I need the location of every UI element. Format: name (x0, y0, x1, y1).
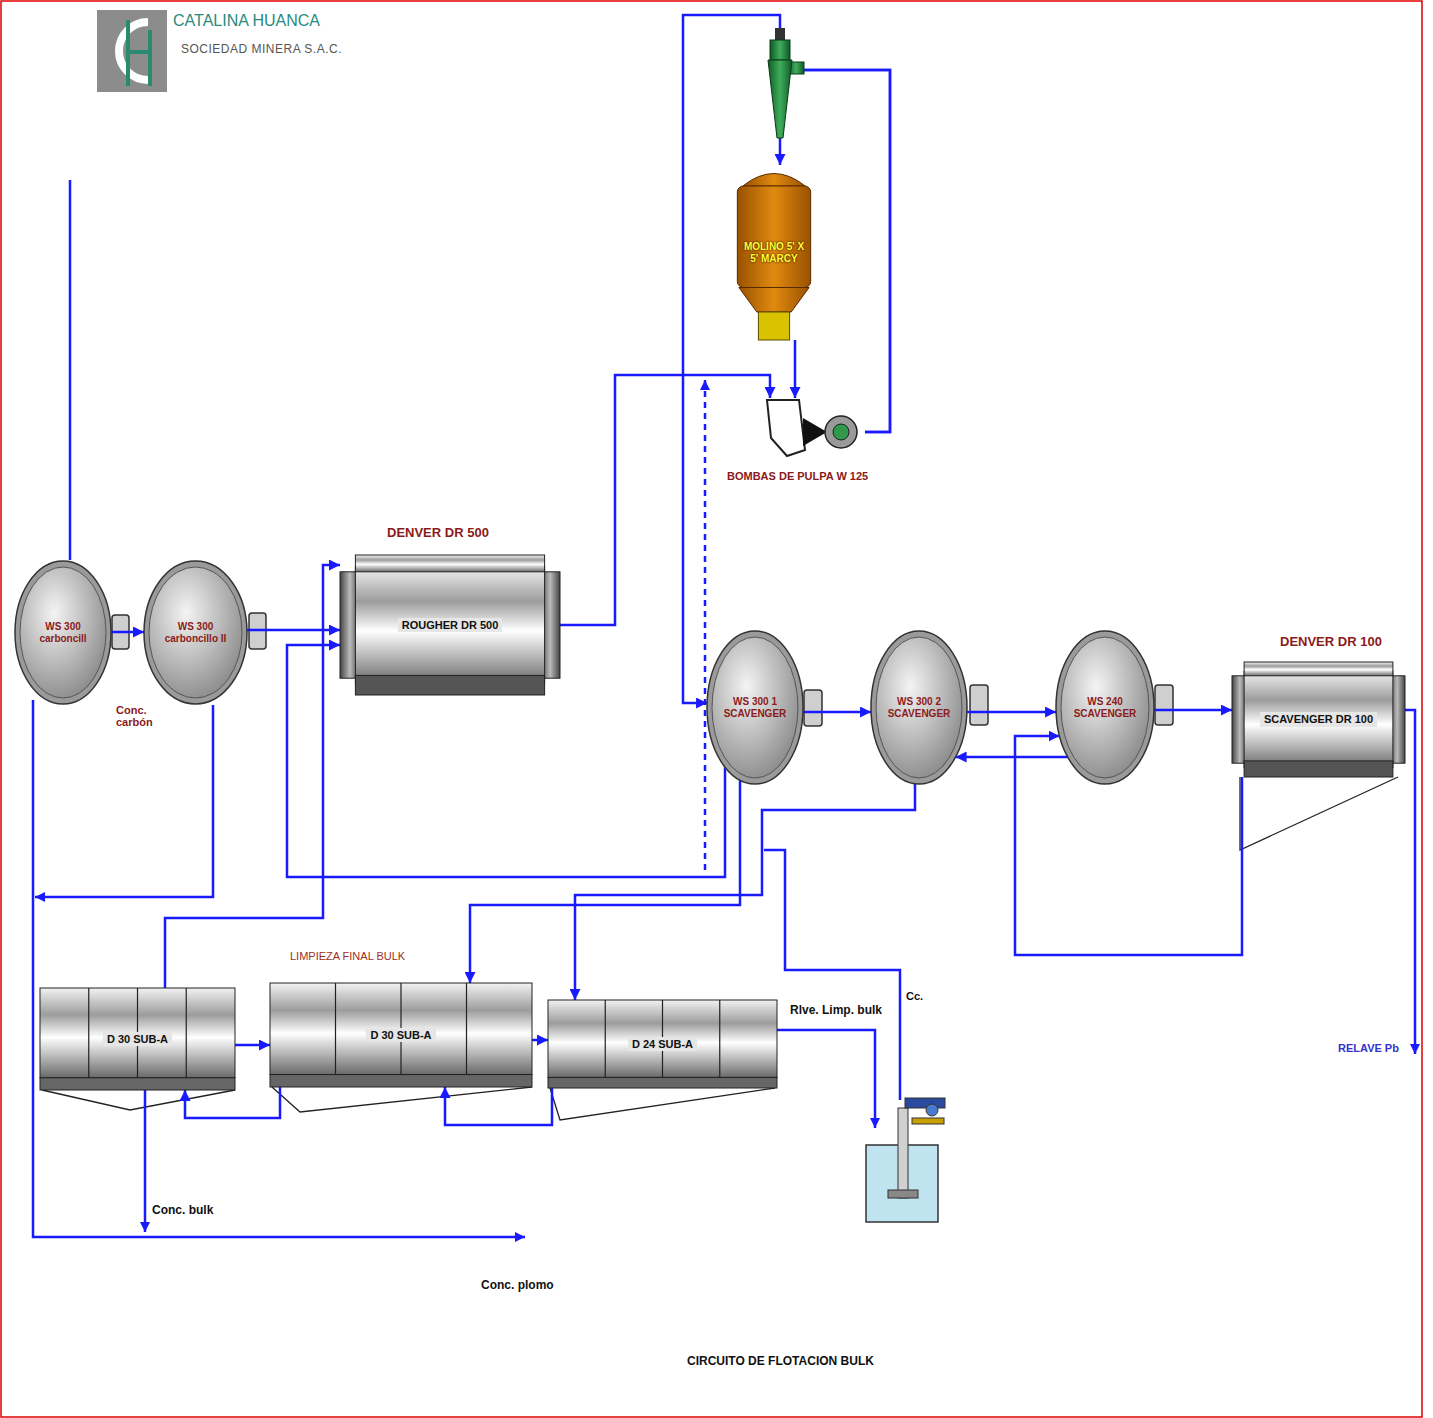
flotation-cell: WS 300 carboncillo II (143, 560, 248, 705)
equipment-name: WS 300 carboncill (26, 621, 100, 644)
pulp-flow-line (956, 756, 1068, 759)
node-body (765, 398, 865, 460)
equipment-name: MOLINO 5' X 5' MARCY (743, 241, 805, 264)
stream-label: Rlve. Limp. bulk (790, 1003, 882, 1017)
pulp-flow-line (560, 375, 770, 625)
flotation-cell: WS 300 carboncill (14, 560, 112, 705)
flotation-bank: D 30 SUB-A (40, 988, 235, 1090)
equipment-name: ROUGHER DR 500 (398, 618, 503, 633)
pulp-flow-line (683, 15, 890, 703)
company-name: CATALINA HUANCA (173, 12, 320, 30)
equipment-heading: BOMBAS DE PULPA W 125 (727, 470, 868, 482)
equipment-heading: LIMPIEZA FINAL BULK (290, 950, 405, 962)
company-subtitle: SOCIEDAD MINERA S.A.C. (181, 42, 342, 56)
pump-outline (765, 398, 865, 460)
equipment-heading: DENVER DR 100 (1280, 634, 1382, 649)
equipment-name: D 24 SUB-A (628, 1037, 697, 1052)
froth-trough (42, 777, 1398, 1120)
pulp-flow-line (575, 784, 915, 1000)
flotation-cell: WS 300 2 SCAVENGER (870, 630, 968, 785)
node-body: D 24 SUB-A (548, 1000, 777, 1088)
equipment-name: SCAVENGER DR 100 (1260, 712, 1377, 727)
pulp-flow-line (470, 780, 740, 983)
node-body: D 30 SUB-A (40, 988, 235, 1090)
agitator-tank (866, 1098, 945, 1222)
pulp-flow-line (235, 1044, 270, 1047)
pulp-flow-line (1154, 709, 1232, 712)
diagram-caption: CIRCUITO DE FLOTACION BULK (687, 1354, 874, 1368)
pulp-flow-line (803, 711, 871, 714)
node-body: WS 300 2 SCAVENGER (870, 630, 968, 785)
stream-label: RELAVE Pb (1338, 1042, 1399, 1054)
equipment-heading: DENVER DR 500 (387, 525, 489, 540)
pulp-flow-line (532, 1039, 548, 1042)
flotation-bank: D 24 SUB-A (548, 1000, 777, 1088)
equipment-name: D 30 SUB-A (366, 1028, 435, 1043)
pulp-flow-line (111, 631, 144, 634)
stream-label: Conc. carbón (116, 704, 164, 728)
equipment-name: WS 300 carboncillo II (157, 621, 235, 644)
flotation-cell: WS 300 1 SCAVENGER (706, 630, 804, 785)
flotation-cell: WS 240 SCAVENGER (1055, 630, 1155, 785)
flotation-bank: D 30 SUB-ALIMPIEZA FINAL BULK (270, 983, 532, 1087)
equipment-name: WS 240 SCAVENGER (1068, 696, 1142, 719)
pulp-line (33, 180, 1415, 1237)
node-body: ROUGHER DR 500 (340, 555, 560, 695)
pulp-pump: BOMBAS DE PULPA W 125 (765, 398, 865, 460)
node-body: WS 300 carboncill (14, 560, 112, 705)
stream-label: Conc. bulk (152, 1203, 213, 1217)
pulp-flow-line (185, 1087, 280, 1118)
ball-mill: MOLINO 5' X 5' MARCY (735, 165, 813, 340)
stream-label: Conc. plomo (481, 1278, 554, 1292)
flotation-bank: SCAVENGER DR 100DENVER DR 100 (1232, 662, 1405, 777)
flotation-bank: ROUGHER DR 500DENVER DR 500 (340, 555, 560, 695)
equipment-name: D 30 SUB-A (103, 1032, 172, 1047)
node-body: WS 300 1 SCAVENGER (706, 630, 804, 785)
node-body: MOLINO 5' X 5' MARCY (735, 165, 813, 340)
pulp-flow-line (967, 711, 1056, 714)
node-body: D 30 SUB-A (270, 983, 532, 1087)
cell-outlet (112, 613, 1173, 726)
node-body: WS 240 SCAVENGER (1055, 630, 1155, 785)
pulp-flow-line (445, 1087, 552, 1125)
pulp-flow-line (247, 629, 340, 632)
equipment-name: WS 300 1 SCAVENGER (718, 696, 792, 719)
pulp-flow-line (287, 645, 725, 877)
node-body: WS 300 carboncillo II (143, 560, 248, 705)
pulp-flow-line (794, 340, 797, 398)
node-body: SCAVENGER DR 100 (1232, 662, 1405, 777)
company-logo (97, 10, 167, 92)
stream-label: Cc. (906, 990, 923, 1002)
equipment-name: WS 300 2 SCAVENGER (882, 696, 956, 719)
hydrocyclone (768, 28, 804, 138)
